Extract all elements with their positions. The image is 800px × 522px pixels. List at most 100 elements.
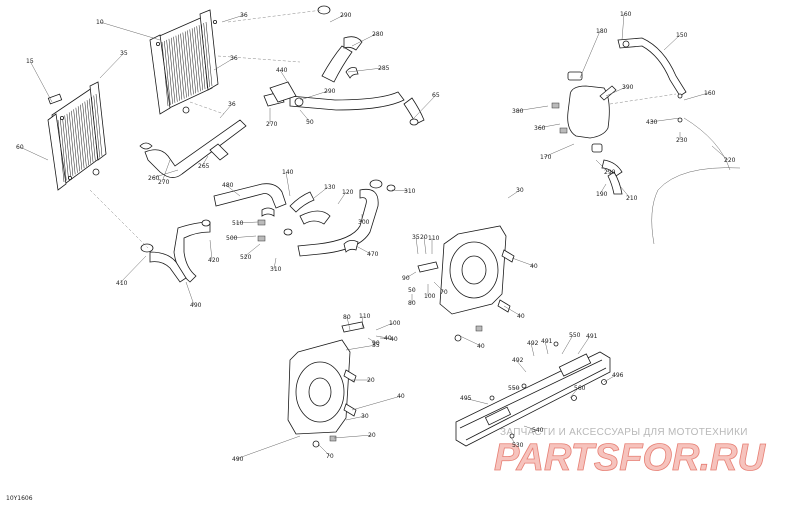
part-callout: 140 (282, 169, 294, 176)
leader-line (299, 109, 311, 123)
leader-line (423, 236, 427, 255)
part-callout: 110 (359, 313, 371, 320)
leader-line (530, 342, 535, 357)
part-callout: 160 (620, 11, 632, 18)
leader-line (345, 344, 377, 351)
leader-line (561, 334, 574, 355)
leader-line (367, 337, 377, 344)
part-callout: 65 (432, 92, 440, 99)
part-callout: 70 (440, 289, 448, 296)
leader-line (185, 281, 195, 306)
part-callout: 40 (384, 335, 392, 342)
part-callout: 550 (508, 385, 520, 392)
part-callout: 230 (676, 137, 688, 144)
leader-line (515, 359, 527, 373)
part-callout: 40 (477, 343, 485, 350)
part-callout: 290 (604, 169, 616, 176)
leader-line (235, 435, 301, 460)
part-callout: 285 (378, 65, 390, 72)
part-callout: 20 (420, 234, 428, 241)
leader-line (355, 245, 372, 255)
leader-line (621, 13, 625, 41)
part-callout: 270 (158, 179, 170, 186)
part-callout: 380 (512, 108, 524, 115)
leader-line (229, 235, 257, 239)
part-callout: 110 (428, 235, 440, 242)
leader-line (523, 425, 537, 431)
part-callout: 36 (240, 12, 248, 19)
part-callout: 80 (408, 300, 416, 307)
part-callout: 290 (340, 12, 352, 19)
support-rail (455, 341, 611, 447)
part-callout: 36 (230, 55, 238, 62)
part-callout: 190 (596, 191, 608, 198)
part-callout: 40 (397, 393, 405, 400)
leader-line (351, 33, 377, 47)
fan-shroud-right (417, 225, 515, 342)
leader-line (391, 189, 409, 192)
part-callout: 410 (116, 280, 128, 287)
leader-line (333, 434, 373, 439)
part-callout: 90 (372, 340, 380, 347)
radiator-right (149, 9, 219, 115)
expansion-tank (551, 37, 741, 245)
part-callout: 492 (527, 340, 539, 347)
diagram-code: 10Y1606 (6, 495, 33, 502)
leader-line (375, 322, 394, 331)
part-callout: 520 (240, 254, 252, 261)
leader-line (317, 443, 331, 457)
leader-line (151, 169, 179, 179)
part-callout: 310 (270, 266, 282, 273)
leader-line (225, 184, 241, 197)
leader-line (507, 189, 521, 199)
part-callout: 10 (96, 19, 104, 26)
part-callout: 90 (402, 275, 410, 282)
leader-line (544, 340, 549, 355)
part-callout: 40 (517, 313, 525, 320)
leader-line (569, 387, 579, 399)
leader-line (19, 146, 49, 161)
part-callout: 470 (367, 251, 379, 258)
part-callout: 36 (228, 101, 236, 108)
part-callout: 35 (120, 50, 128, 57)
part-callout: 220 (724, 157, 736, 164)
leader-line (346, 316, 351, 331)
leader-line (361, 315, 364, 329)
part-callout: 35 (412, 234, 420, 241)
part-callout: 60 (16, 144, 24, 151)
leader-line (663, 34, 681, 51)
part-callout: 270 (266, 121, 278, 128)
leader-line (99, 52, 125, 79)
leader-line (351, 395, 402, 411)
part-callout: 20 (367, 377, 375, 384)
leader-line (99, 21, 161, 41)
part-callout: 280 (372, 31, 384, 38)
part-callout: 495 (460, 395, 472, 402)
leader-line (285, 171, 291, 197)
part-callout: 30 (361, 413, 369, 420)
part-callout: 180 (596, 28, 608, 35)
part-callout: 40 (530, 263, 538, 270)
leader-line (209, 239, 213, 261)
leader-line (603, 374, 617, 383)
leader-line (537, 123, 561, 129)
part-callout: 510 (232, 220, 244, 227)
part-callout: 100 (424, 293, 436, 300)
part-callout: 170 (540, 154, 552, 161)
part-callout: 30 (516, 187, 524, 194)
leader-line (219, 103, 233, 119)
part-callout: 265 (198, 163, 210, 170)
part-callout: 290 (324, 88, 336, 95)
part-callout: 492 (512, 357, 524, 364)
leader-line (595, 159, 609, 173)
leader-line (649, 117, 681, 123)
leader-line (463, 397, 489, 405)
part-callout: 490 (190, 302, 202, 309)
hoses-middle (140, 179, 396, 283)
leader-line (415, 236, 419, 255)
radiator-left (47, 81, 107, 191)
part-callout: 100 (389, 320, 401, 327)
part-callout: 50 (306, 119, 314, 126)
part-callout: 130 (324, 184, 336, 191)
